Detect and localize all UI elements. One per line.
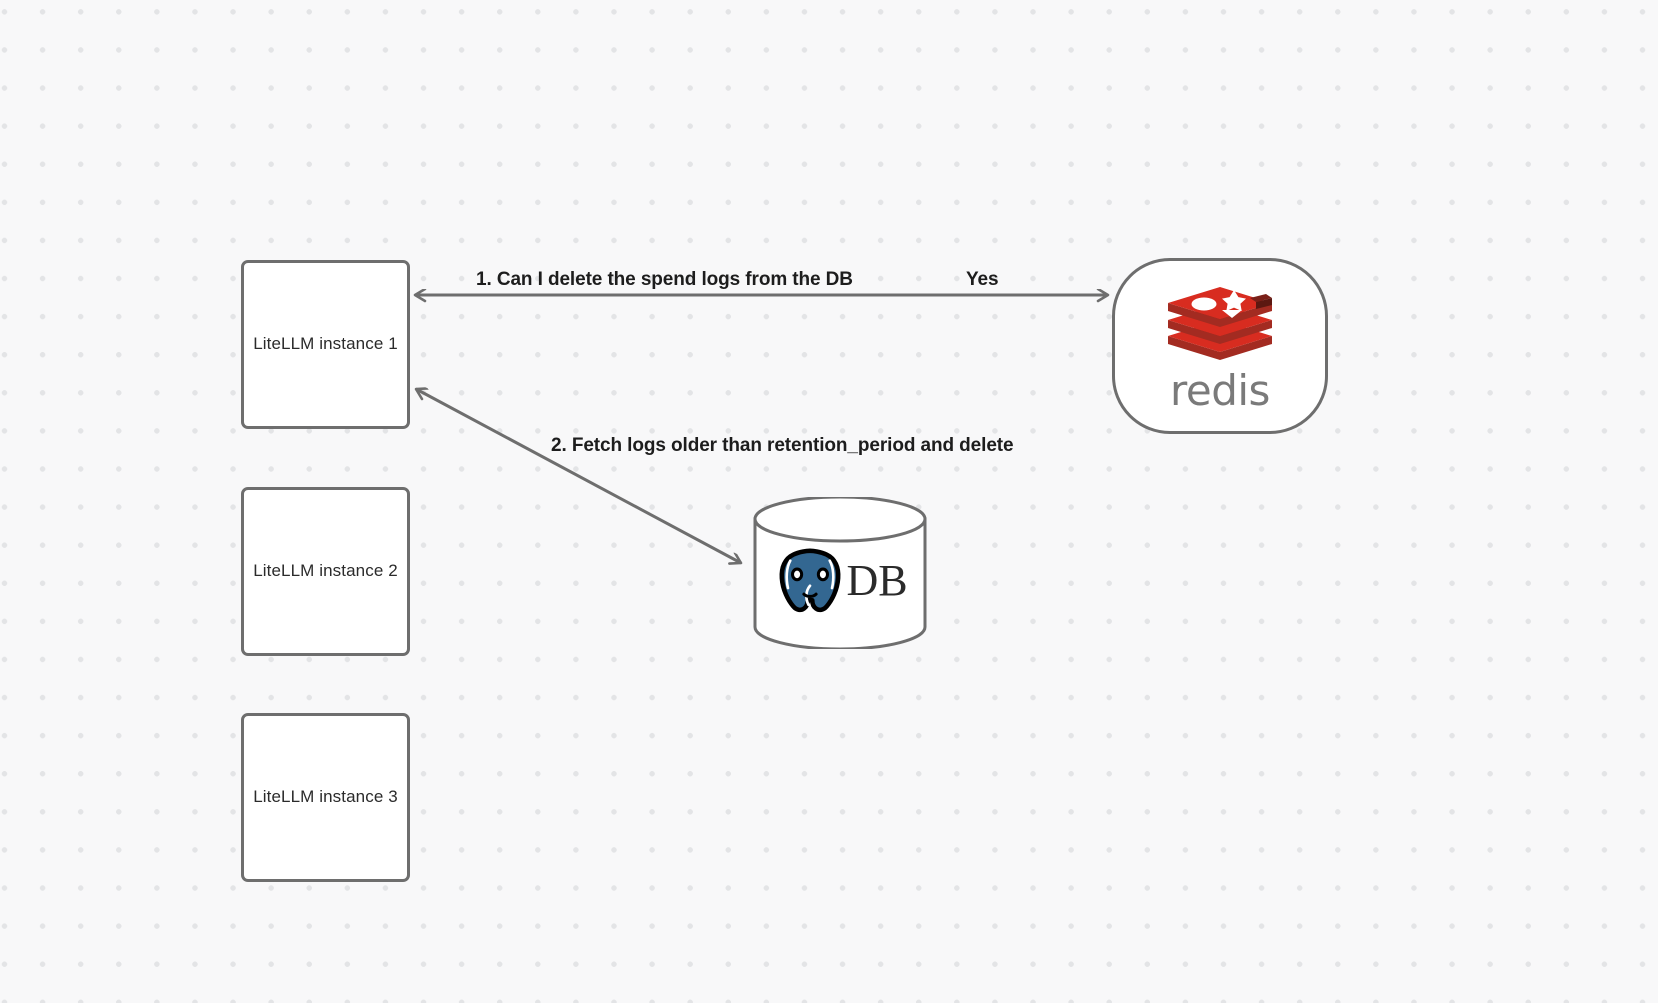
node-label: LiteLLM instance 2 xyxy=(253,561,398,581)
edge-label-2: 2. Fetch logs older than retention_perio… xyxy=(551,435,1014,456)
edge-label-1: 1. Can I delete the spend logs from the … xyxy=(476,269,853,290)
redis-logo-icon xyxy=(1168,287,1272,360)
redis-logo-group: redis xyxy=(1162,284,1278,412)
node-litellm-instance-3[interactable]: LiteLLM instance 3 xyxy=(241,713,410,882)
redis-wordmark: redis xyxy=(1170,366,1270,415)
node-litellm-instance-1[interactable]: LiteLLM instance 1 xyxy=(241,260,410,429)
node-postgres-db[interactable]: DB xyxy=(752,495,928,651)
node-label: LiteLLM instance 1 xyxy=(253,334,398,354)
node-label: LiteLLM instance 3 xyxy=(253,787,398,807)
edge-label-1-reply: Yes xyxy=(966,269,999,290)
node-redis[interactable]: redis xyxy=(1112,258,1328,434)
edge-litellm1-db xyxy=(416,389,741,563)
database-cylinder-shape xyxy=(753,495,927,651)
node-litellm-instance-2[interactable]: LiteLLM instance 2 xyxy=(241,487,410,656)
